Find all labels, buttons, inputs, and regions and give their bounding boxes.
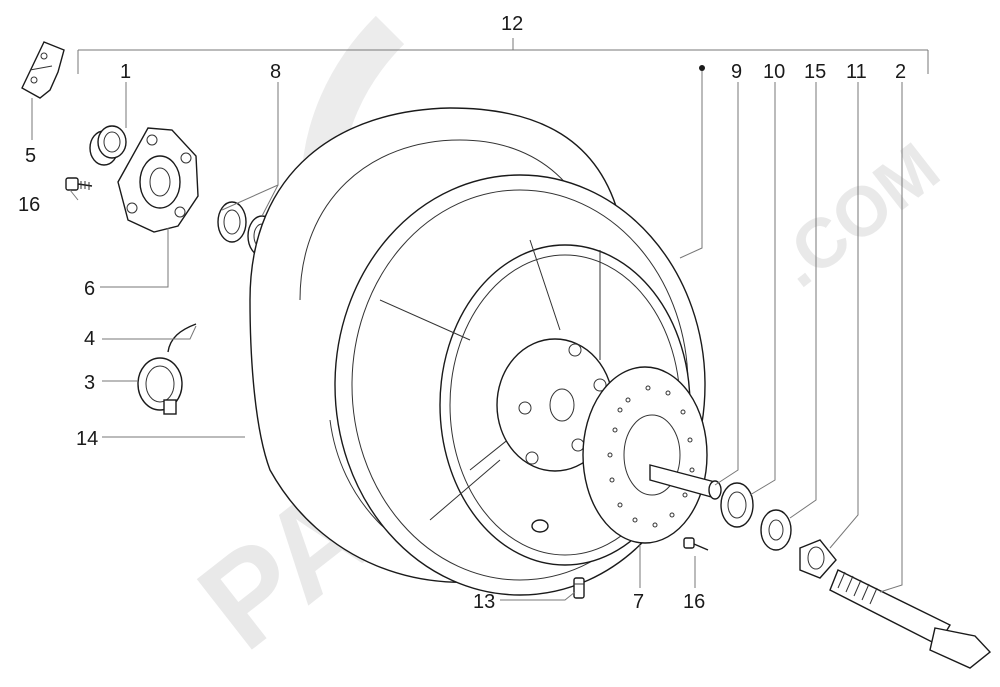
callout-16-right: 16 xyxy=(683,591,705,613)
callout-15: 15 xyxy=(804,61,826,83)
callout-9: 9 xyxy=(731,61,742,83)
callout-12: 12 xyxy=(501,13,523,35)
callout-6: 6 xyxy=(84,278,95,300)
disc-holes xyxy=(607,385,695,528)
part-5-clip xyxy=(21,41,65,99)
callout-16-left: 16 xyxy=(18,194,40,216)
part-7-brake-disc xyxy=(582,366,708,544)
leader-lines xyxy=(31,68,903,601)
part-16-screw-right xyxy=(683,537,709,551)
callout-11: 11 xyxy=(846,61,867,83)
callout-14: 14 xyxy=(76,428,98,450)
reference-dot xyxy=(699,65,705,71)
part-1-bushing xyxy=(89,125,127,166)
part-10-bearing xyxy=(720,482,754,528)
part-11-nut xyxy=(799,539,837,579)
part-16-screw-left xyxy=(65,177,93,191)
part-4-cable xyxy=(167,323,197,353)
part-6-drive-flange xyxy=(117,127,199,233)
callout-5: 5 xyxy=(25,145,36,167)
callouts: 12 1 8 9 10 15 11 2 5 16 6 4 3 14 13 7 1… xyxy=(18,13,906,613)
part-2-axle xyxy=(829,569,992,669)
callout-4: 4 xyxy=(84,328,95,350)
callout-8: 8 xyxy=(270,61,281,83)
part-15-washer xyxy=(760,509,792,551)
callout-7: 7 xyxy=(633,591,644,613)
callout-3: 3 xyxy=(84,372,95,394)
callout-1: 1 xyxy=(120,61,131,83)
part-13-valve xyxy=(573,577,585,599)
part-3-clamp xyxy=(137,357,183,415)
callout-13: 13 xyxy=(473,591,495,613)
watermark-suffix: .COM xyxy=(761,128,953,302)
callout-10: 10 xyxy=(763,61,785,83)
part-9-spacer xyxy=(649,464,722,500)
assembly-bracket xyxy=(77,38,929,74)
callout-2: 2 xyxy=(895,61,906,83)
